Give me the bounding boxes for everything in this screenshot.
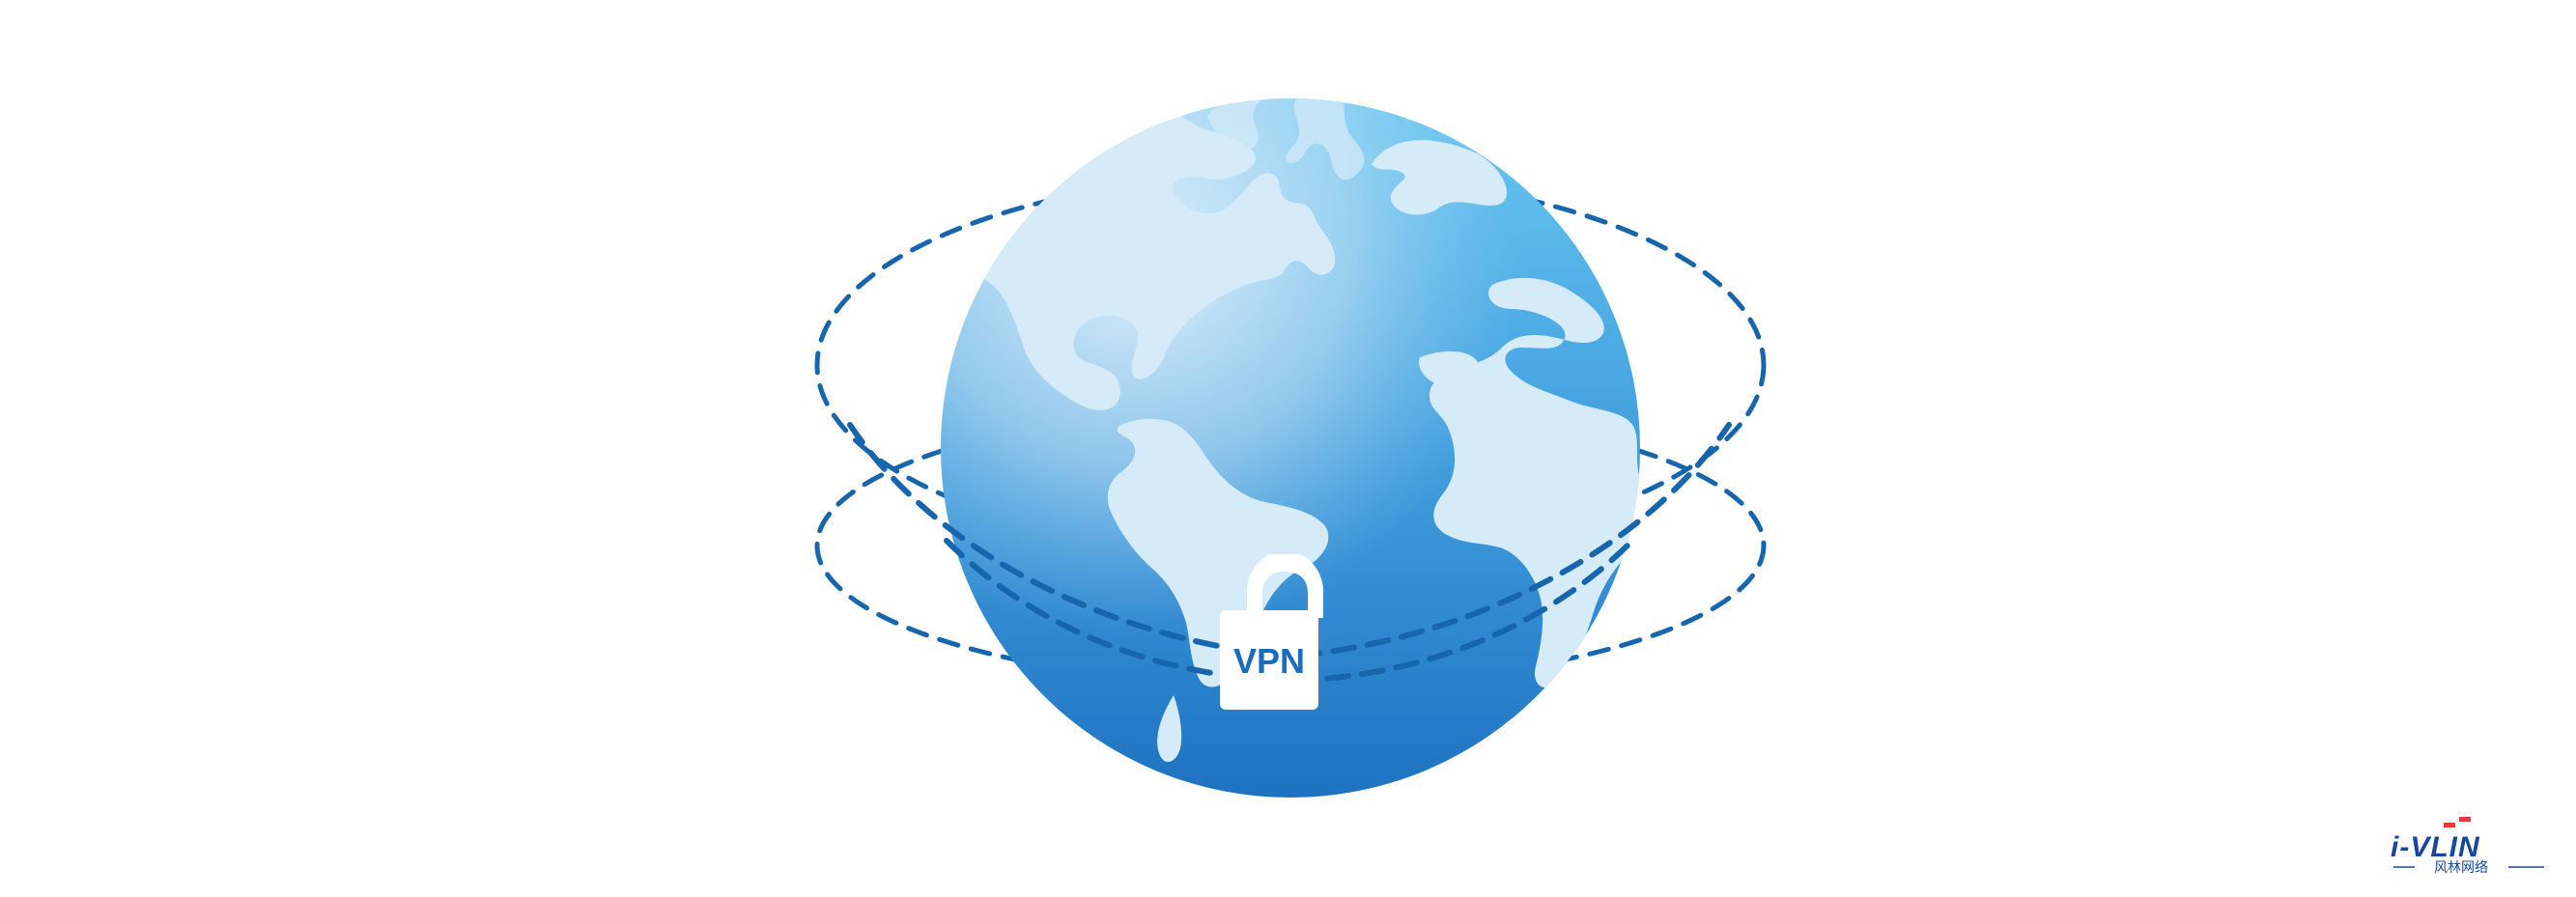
brand-logo-subtext: 风林网络 — [2434, 860, 2488, 876]
brand-logo-text: i-VLIN — [2391, 831, 2480, 863]
continents — [983, 98, 1640, 763]
globe-icon — [941, 98, 1640, 798]
padlock-icon: VPN — [1220, 554, 1323, 710]
brand-logo: i-VLIN 风林网络 — [2391, 817, 2544, 876]
vpn-lock-label: VPN — [1233, 641, 1305, 681]
